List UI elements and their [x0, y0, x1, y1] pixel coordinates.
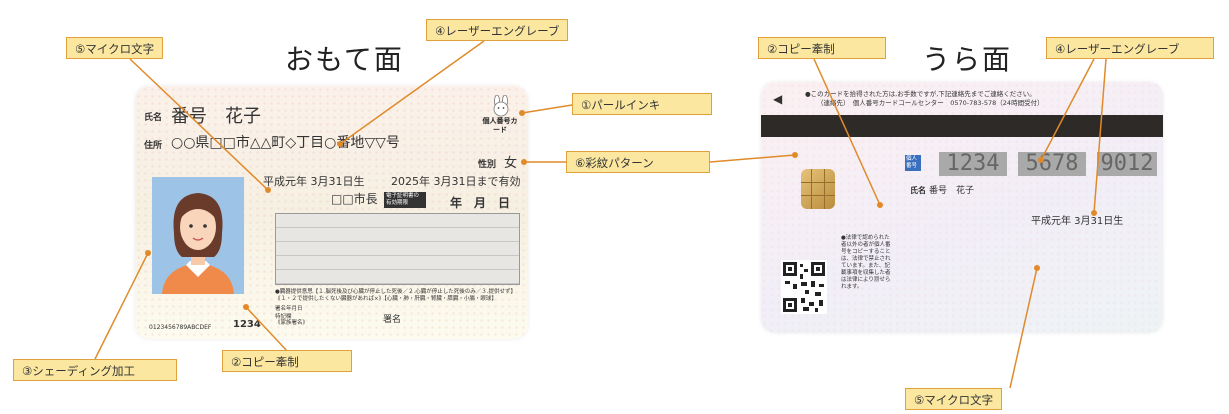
callout-shading: ③シェーディング加工 [13, 359, 177, 381]
name-label: 氏名 [144, 113, 163, 123]
contact-notice: （連絡先） 個人番号カードコールセンター 0570-783-578（24時間受付… [817, 99, 1044, 107]
back-holder-name: 番号 花子 [929, 186, 975, 196]
cert-expiry-ymd: 年 月 日 [450, 196, 511, 210]
found-card-notice: ●このカードを拾得された方は,お手数ですが,下記連絡先までご連絡ください。 [805, 90, 1036, 98]
holder-name: 番号 花子 [171, 106, 261, 127]
holder-sex: 女 [504, 156, 518, 171]
magnetic-strip [761, 115, 1163, 137]
my-number-card-text: 個人番号カード [482, 117, 518, 134]
cert-expiry-label: 電子証明書の有効期限 [384, 192, 426, 208]
issuer: □□市長 [331, 192, 378, 206]
front-side-title: おもて面 [285, 43, 404, 76]
callout-micro-text-back: ⑤マイクロ文字 [905, 388, 1003, 410]
ic-chip [801, 169, 835, 209]
face-photo [152, 177, 244, 294]
back-birth-date: 平成元年 3月31日生 [1031, 216, 1124, 227]
card-front: 氏名 番号 花子 住所 ○○県□□市△△町◇丁目○番地▽▽号 個人番号カード 性… [135, 86, 528, 339]
holder-address: ○○県□□市△△町◇丁目○番地▽▽号 [171, 135, 400, 151]
sex-label: 性別 [478, 160, 497, 170]
person-portrait-icon [162, 193, 234, 294]
back-side-title: うら面 [922, 43, 1013, 76]
sign-date-label: 署名年月日 [275, 306, 303, 312]
valid-until: 2025年 3月31日まで有効 [391, 175, 521, 188]
copy-restraint-area [275, 213, 520, 285]
callout-micro-text-front: ⑤マイクロ文字 [66, 37, 164, 59]
pin-digits: 1234 [233, 319, 261, 330]
signature-label: 署名 [383, 315, 402, 325]
copy-warning-note: ●法律で認められた者以外の者が個人番号をコピーすることは、法律で禁止されています… [841, 235, 891, 290]
back-name-label: 氏名 [910, 186, 926, 195]
family-sign-label: 《家族署名》 [275, 320, 309, 326]
my-number-badge: 個人番号 [905, 155, 921, 171]
card-serial: 0123456789ABCDEF [149, 324, 212, 331]
callout-copy-restraint-front: ②コピー牽制 [222, 350, 352, 372]
number-block-2: 5678 [1018, 152, 1086, 176]
number-block-3: 9012 [1097, 152, 1157, 176]
callout-pearl-ink: ①パールインキ [572, 93, 712, 115]
number-block-1: 1234 [939, 152, 1007, 176]
callout-rainbow-pattern: ⑥彩紋パターン [566, 151, 710, 173]
qr-code-icon [781, 260, 827, 314]
callout-laser-engrave-back: ④レーザーエングレーブ [1046, 37, 1214, 59]
pearl-ink-logo: 個人番号カード [482, 95, 520, 145]
birth-date: 平成元年 3月31日生 [263, 175, 365, 188]
address-label: 住所 [144, 141, 163, 151]
callout-laser-engrave-front: ④レーザーエングレーブ [426, 19, 569, 41]
organ-donation-note: ●臓器提供意思【１.脳死後及び心臓が停止した死後／２.心臓が停止した死後のみ／３… [275, 289, 517, 302]
card-back: ◀ ●このカードを拾得された方は,お手数ですが,下記連絡先までご連絡ください。 … [761, 82, 1163, 333]
back-arrow-icon: ◀ [773, 92, 783, 106]
rabbit-mascot-icon [493, 95, 509, 117]
callout-copy-restraint-back: ②コピー牽制 [758, 37, 886, 59]
